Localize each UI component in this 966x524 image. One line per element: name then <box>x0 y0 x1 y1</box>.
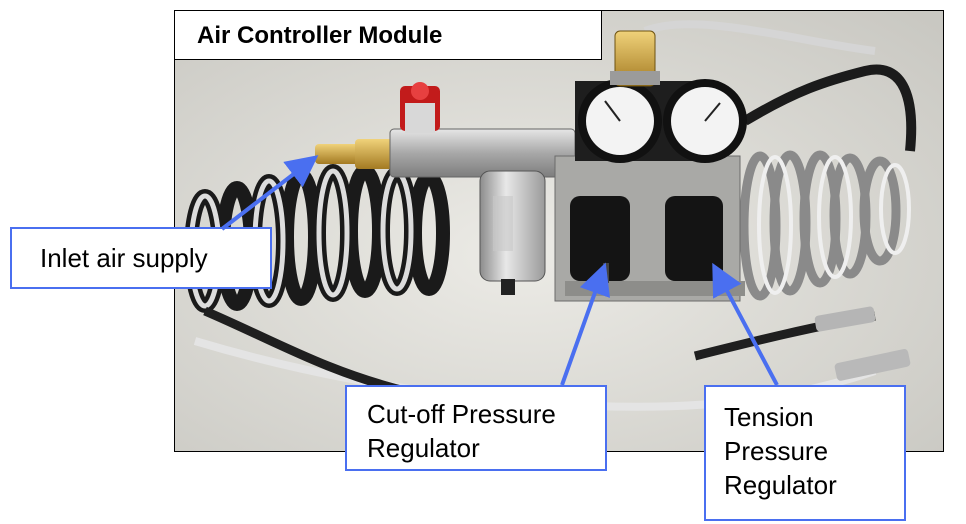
callout-cutoff-line2: Regulator <box>367 433 480 463</box>
callout-tension-line2: Pressure <box>724 436 829 466</box>
callout-cutoff-regulator: Cut-off Pressure Regulator <box>345 385 607 471</box>
callout-inlet-label: Inlet air supply <box>40 243 208 273</box>
filter-bowl <box>479 170 546 295</box>
air-controller-module-illustration <box>175 11 943 451</box>
manifold-block <box>389 128 576 178</box>
product-photo <box>174 10 944 452</box>
pressure-gauges <box>575 79 747 163</box>
regulator-knobs <box>570 196 723 283</box>
callout-tension-regulator: Tension Pressure Regulator <box>704 385 906 521</box>
module-title: Air Controller Module <box>174 10 602 60</box>
inlet-fitting <box>315 139 393 169</box>
top-fitting <box>610 30 660 87</box>
callout-cutoff-line1: Cut-off Pressure <box>367 399 556 429</box>
callout-tension-line1: Tension <box>724 402 814 432</box>
callout-inlet-air-supply: Inlet air supply <box>10 227 272 289</box>
red-valve <box>400 82 440 133</box>
callout-tension-line3: Regulator <box>724 470 837 500</box>
top-hose <box>742 64 917 152</box>
